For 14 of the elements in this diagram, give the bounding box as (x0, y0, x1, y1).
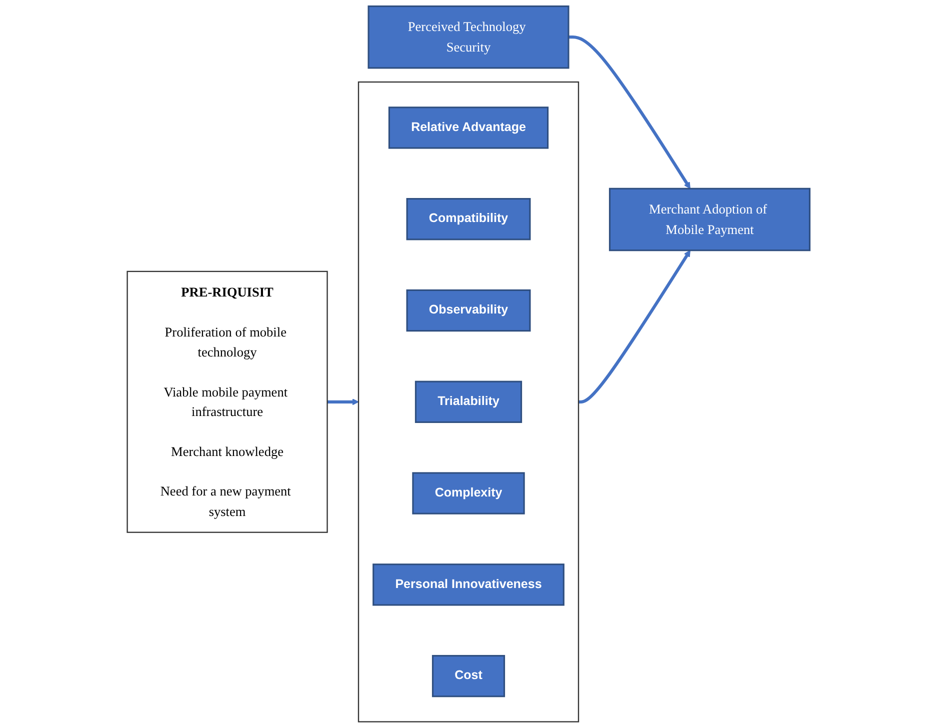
node-box: Perceived Technology Security (368, 5, 570, 69)
node-box: Observability (406, 289, 531, 332)
node-box: Compatibility (406, 198, 531, 240)
node-box: Merchant Adoption of Mobile Payment (608, 188, 810, 252)
cluster (358, 81, 580, 722)
node-box: Complexity (412, 472, 525, 514)
node-box: Personal Innovativeness (372, 564, 564, 606)
node-box: PRE-RIQUISIT Proliferation of mobile technology Viable mobile payment infrastructure Merchant knowledge Need for a new payment system (126, 270, 328, 533)
node-box: Relative Advantage (388, 106, 549, 149)
arrow (568, 36, 690, 189)
node-box: Trialability (414, 380, 522, 423)
node-box: Cost (432, 654, 506, 698)
arrow (327, 398, 359, 406)
arrow (578, 250, 690, 404)
